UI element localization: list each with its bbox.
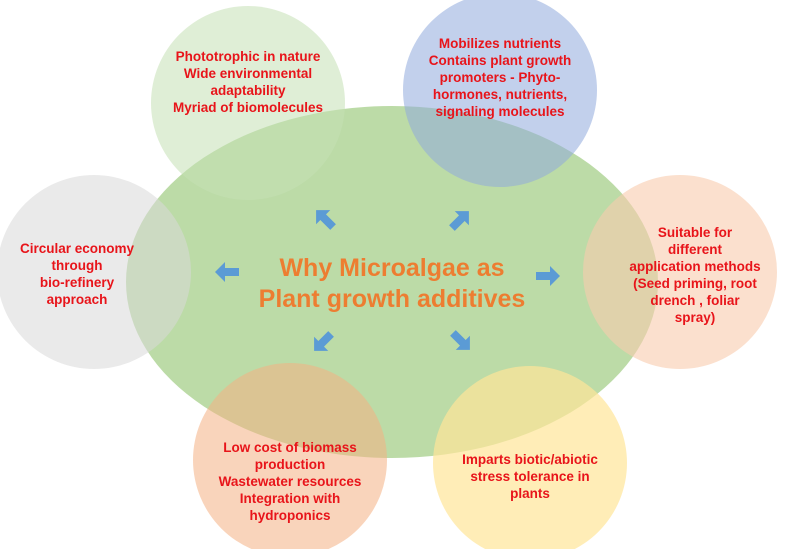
left-line: Circular economy <box>19 241 135 256</box>
bottom-right-label: Imparts biotic/abiotic stress tolerance … <box>438 448 622 504</box>
top-right-line: Contains plant growth <box>428 52 572 68</box>
bottom-right-line: plants <box>510 485 550 501</box>
top-right-circle <box>403 0 597 187</box>
right-line: drench , foliar <box>650 293 740 308</box>
bottom-left-line: production <box>254 456 326 472</box>
left-line: bio-refinery <box>39 275 115 290</box>
right-circle <box>583 175 777 369</box>
arrow-right-icon <box>536 266 560 286</box>
top-right-line: promoters - Phyto- <box>439 69 561 85</box>
top-right-line: hormones, nutrients, <box>432 86 568 102</box>
right-line: (Seed priming, root <box>633 276 757 291</box>
bottom-left-line: Wastewater resources <box>218 473 362 489</box>
top-left-label: Phototrophic in nature Wide environmenta… <box>148 46 348 118</box>
bottom-left-line: hydroponics <box>249 507 331 523</box>
top-right-label: Mobilizes nutrients Contains plant growt… <box>400 32 600 122</box>
bottom-right-circle <box>433 366 627 549</box>
top-left-line: Phototrophic in nature <box>175 49 321 64</box>
bottom-left-label: Low cost of biomass production Wastewate… <box>200 436 380 526</box>
top-left-line: Myriad of biomolecules <box>172 100 324 115</box>
left-line: approach <box>46 292 108 307</box>
right-line: spray) <box>674 310 716 325</box>
top-right-line: Mobilizes nutrients <box>438 35 562 51</box>
diagram-title: Why Microalgae as Plant growth additives <box>222 253 562 315</box>
title-line-1: Why Microalgae as <box>279 254 505 282</box>
left-line: through <box>51 258 103 273</box>
arrow-up-right-icon <box>449 211 469 231</box>
bottom-left-circle <box>193 363 387 549</box>
top-right-line: signaling molecules <box>435 103 565 119</box>
right-line: different <box>668 242 722 257</box>
right-line: application methods <box>629 259 761 274</box>
left-label: Circular economy through bio-refinery ap… <box>2 238 152 310</box>
arrow-down-right-icon <box>450 330 470 350</box>
bottom-right-line: stress tolerance in <box>470 468 590 484</box>
top-left-circle <box>151 6 345 200</box>
bottom-left-line: Integration with <box>239 490 341 506</box>
left-circle <box>0 175 191 369</box>
top-left-line: adaptability <box>210 83 286 98</box>
bottom-right-line: Imparts biotic/abiotic <box>462 451 598 467</box>
top-left-line: Wide environmental <box>183 66 313 81</box>
arrow-down-left-icon <box>314 331 334 351</box>
arrow-up-left-icon <box>316 210 336 230</box>
arrow-left-icon <box>215 262 239 282</box>
right-label: Suitable for different application metho… <box>612 221 778 329</box>
bottom-left-line: Low cost of biomass <box>223 439 357 455</box>
title-line-2: Plant growth additives <box>258 285 526 313</box>
right-line: Suitable for <box>657 225 733 240</box>
